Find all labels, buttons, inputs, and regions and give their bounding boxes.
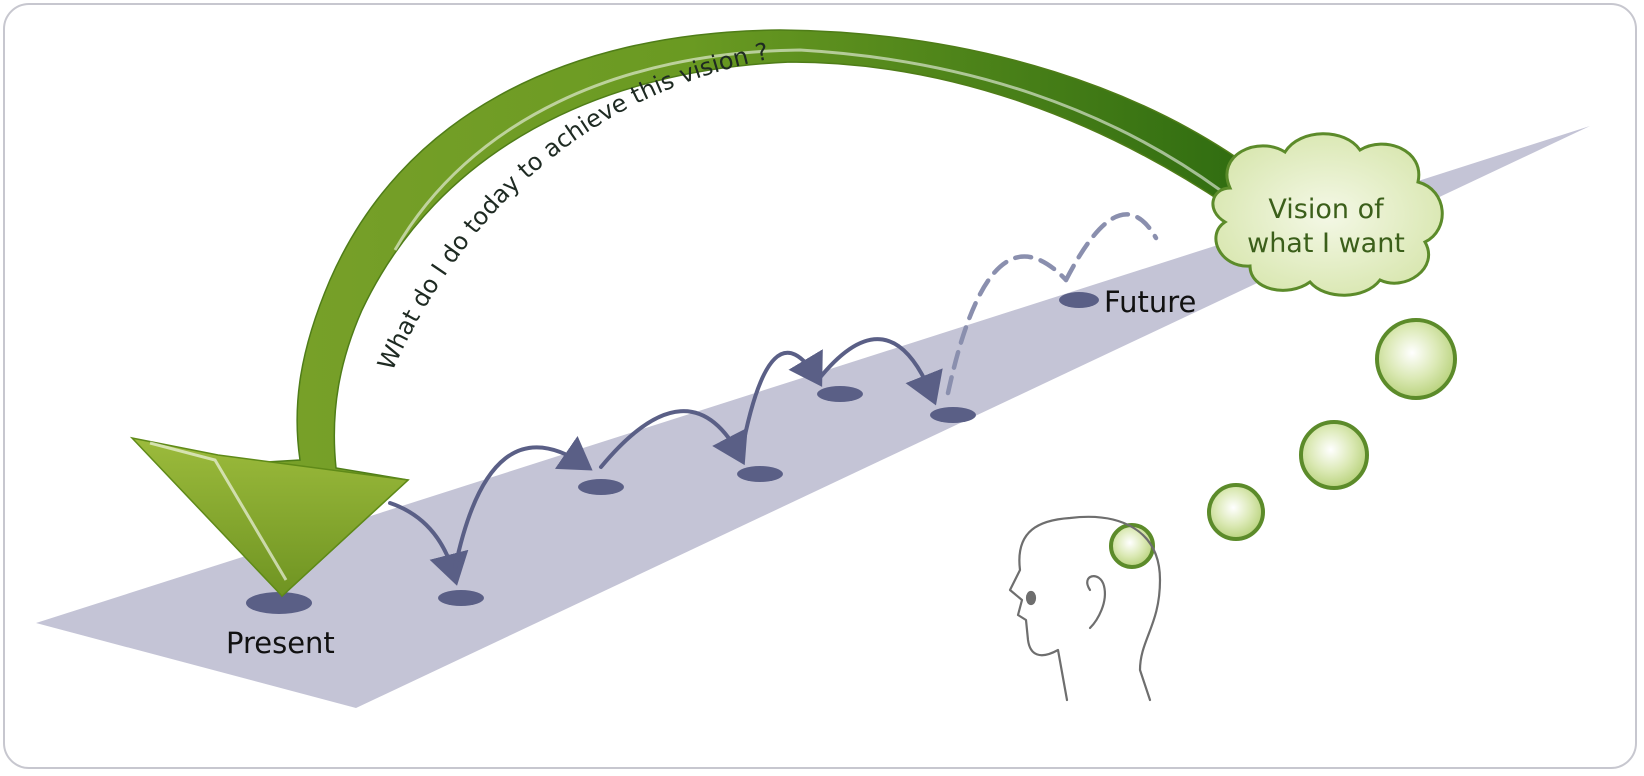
hop-arrow-4 xyxy=(739,349,823,457)
hop-arrows xyxy=(388,337,943,586)
stepping-stones xyxy=(246,292,1099,614)
hop-arrow-1 xyxy=(388,501,469,586)
future-hop-2 xyxy=(1063,212,1159,283)
step-future xyxy=(1059,292,1099,308)
head-ear xyxy=(1086,575,1106,630)
head-eye xyxy=(1025,590,1037,606)
thought-bubble-2 xyxy=(1207,483,1265,541)
step-2 xyxy=(578,479,624,495)
step-present xyxy=(246,592,312,614)
hop-arrow-5 xyxy=(816,337,943,406)
vision-label-line2: what I want xyxy=(1247,228,1405,259)
vision-cloud xyxy=(1211,132,1444,297)
thought-bubbles xyxy=(1109,318,1457,569)
thought-bubble-4 xyxy=(1375,318,1457,400)
present-label: Present xyxy=(226,626,335,660)
thought-bubble-1 xyxy=(1109,523,1155,569)
arrow-head-highlight xyxy=(149,441,288,581)
head-outline xyxy=(1008,515,1162,702)
step-5 xyxy=(930,407,976,423)
head-profile xyxy=(1008,515,1162,702)
step-3 xyxy=(737,466,783,482)
thought-bubble-3 xyxy=(1299,420,1369,490)
step-1 xyxy=(438,590,484,606)
timeline-road xyxy=(36,126,1590,708)
future-hop-1 xyxy=(945,254,1069,396)
step-4 xyxy=(817,386,863,402)
future-label: Future xyxy=(1104,285,1196,319)
future-hops xyxy=(945,212,1159,396)
arrow-head xyxy=(129,436,410,598)
hop-arrow-2 xyxy=(453,435,593,570)
vision-label-line1: Vision of xyxy=(1268,194,1385,225)
arc-highlight xyxy=(393,48,1221,251)
vision-to-present-arrow xyxy=(129,29,1267,598)
hop-arrow-3 xyxy=(599,409,748,469)
